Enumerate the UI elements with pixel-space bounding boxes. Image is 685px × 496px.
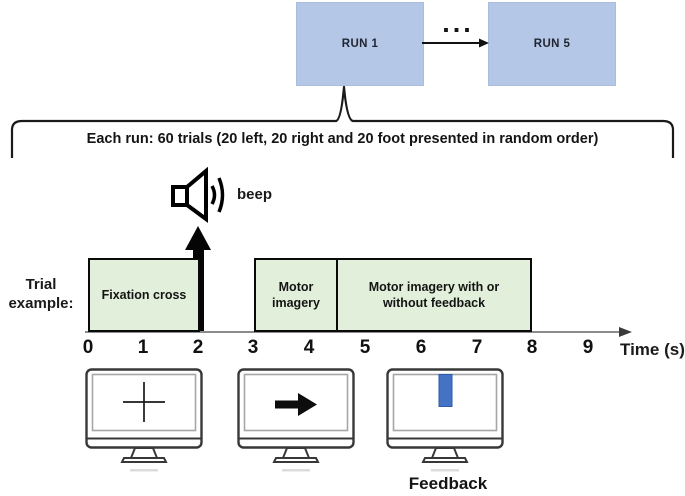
time-axis-label: Time (s) [620,340,685,359]
stage-fixation-cross: Fixation cross [88,258,200,332]
tick-0: 0 [82,337,94,358]
feedback-bar-icon [438,374,453,407]
tick-6: 6 [415,337,427,358]
stage-motor-imagery-feedback: Motor imagery with or without feedback [336,258,532,332]
speaker-icon [171,167,225,223]
run1-box: RUN 1 [296,2,424,86]
stage-motor-imagery: Motor imagery [254,258,338,332]
tick-5: 5 [359,337,371,358]
time-axis-arrow-icon [619,326,632,337]
trial-example-label: Trial example: [0,275,82,313]
tick-9: 9 [582,337,594,358]
fixation-cross-icon [123,382,165,422]
trial-example-line2: example: [8,295,74,312]
tick-8: 8 [526,337,538,358]
time-axis [85,331,621,333]
run-description-text: Each run: 60 trials (20 left, 20 right a… [86,131,599,147]
stage-motor-imagery-label: Motor imagery [272,280,320,310]
beep-label: beep [237,186,273,203]
tick-2: 2 [192,337,204,358]
run-sequence-arrow-icon [422,38,489,48]
monitor-fixation-cross [85,368,203,472]
tick-7: 7 [471,337,483,358]
monitor-feedback [386,368,504,472]
run5-label: RUN 5 [533,38,571,50]
run-ellipsis: ... [442,8,474,38]
right-arrow-icon [275,393,317,416]
trial-example-line1: Trial [25,276,57,293]
stage-fixation-label: Fixation cross [101,288,187,302]
beep-arrow-icon [185,226,211,250]
tick-1: 1 [137,337,149,358]
monitor-arrow-cue [237,368,355,472]
feedback-caption: Feedback [408,474,488,493]
stage-motor-imagery-feedback-label: Motor imagery with or without feedback [368,280,500,310]
run1-label: RUN 1 [341,38,379,50]
run-expansion-brace [10,85,675,158]
tick-3: 3 [247,337,259,358]
run5-box: RUN 5 [488,2,616,86]
tick-4: 4 [303,337,315,358]
